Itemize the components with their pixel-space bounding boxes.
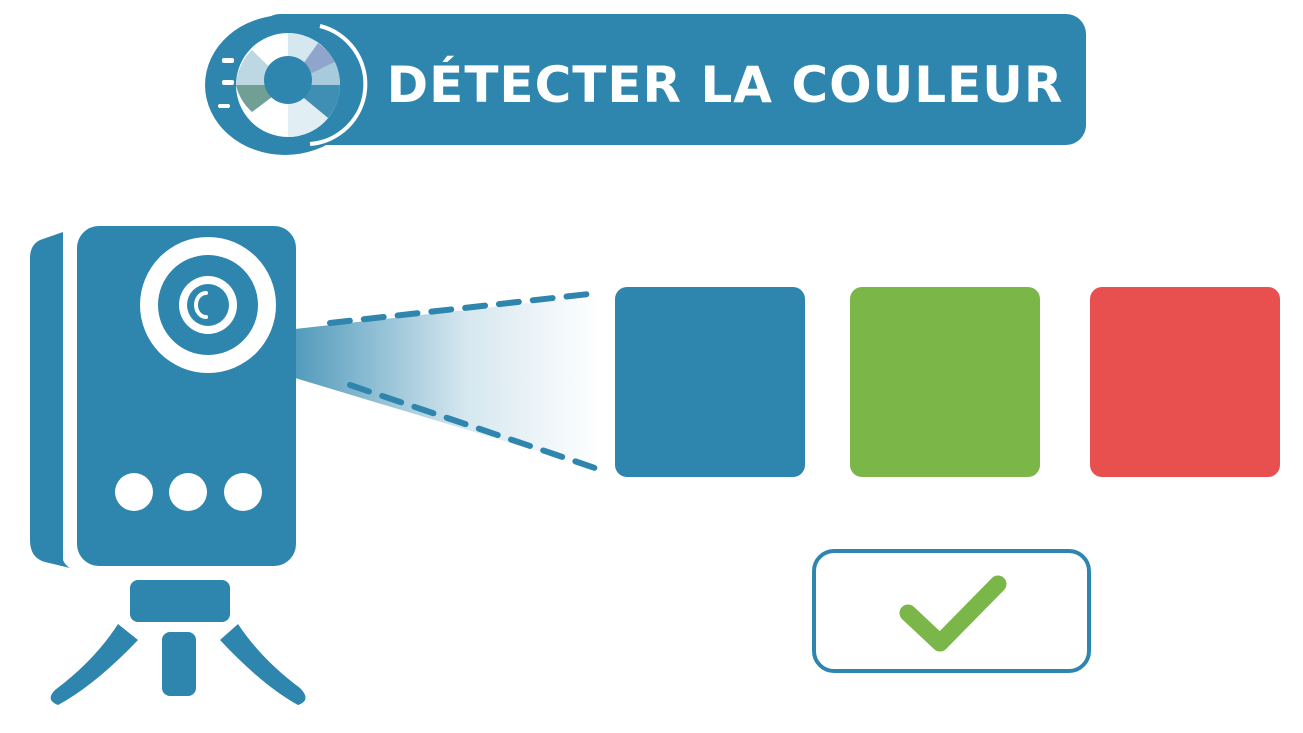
page-title: DÉTECTER LA COULEUR bbox=[386, 56, 1064, 114]
checkmark-icon bbox=[899, 575, 1007, 652]
color-wheel-icon bbox=[218, 24, 368, 146]
camera-icon bbox=[30, 226, 306, 705]
camera-button-dot bbox=[224, 473, 262, 511]
camera-button-dot bbox=[115, 473, 153, 511]
swatch-blue bbox=[615, 287, 805, 477]
swatch-red bbox=[1090, 287, 1280, 477]
swatch-green bbox=[850, 287, 1040, 477]
camera-beam bbox=[262, 290, 601, 471]
camera-button-dot bbox=[169, 473, 207, 511]
result-box bbox=[812, 549, 1091, 673]
